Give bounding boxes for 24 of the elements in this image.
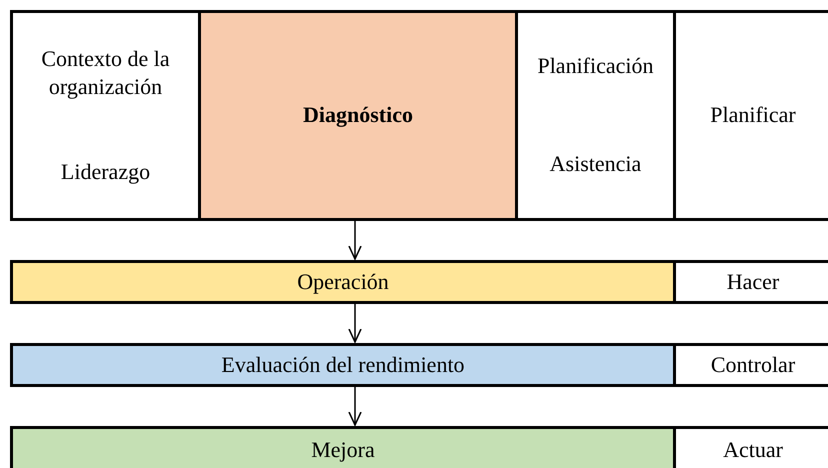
box-label: Planificar xyxy=(710,101,796,130)
box-label: Diagnóstico xyxy=(303,101,413,130)
arrow xyxy=(348,221,362,260)
box-label: Hacer xyxy=(726,268,780,296)
arrow xyxy=(348,387,362,426)
box-label: Contexto de la organización xyxy=(40,44,171,102)
box-label: Mejora xyxy=(311,436,375,464)
diagnosis-box xyxy=(198,10,518,221)
stage-bar xyxy=(10,343,676,387)
phase-box xyxy=(673,10,828,221)
box-label: Operación xyxy=(297,268,389,296)
clause-box xyxy=(515,10,676,221)
stage-bar xyxy=(10,426,676,468)
phase-box xyxy=(673,260,828,304)
box-label: Evaluación del rendimiento xyxy=(221,350,465,379)
box-label: Controlar xyxy=(710,350,796,379)
arrow xyxy=(348,304,362,343)
box-label: Planificación xyxy=(537,52,654,80)
clause-box xyxy=(10,10,201,221)
stage-bar xyxy=(10,260,676,304)
phase-box xyxy=(673,343,828,387)
box-label: Liderazgo xyxy=(60,158,150,186)
box-label: Actuar xyxy=(723,436,783,464)
box-label: Asistencia xyxy=(550,150,642,178)
